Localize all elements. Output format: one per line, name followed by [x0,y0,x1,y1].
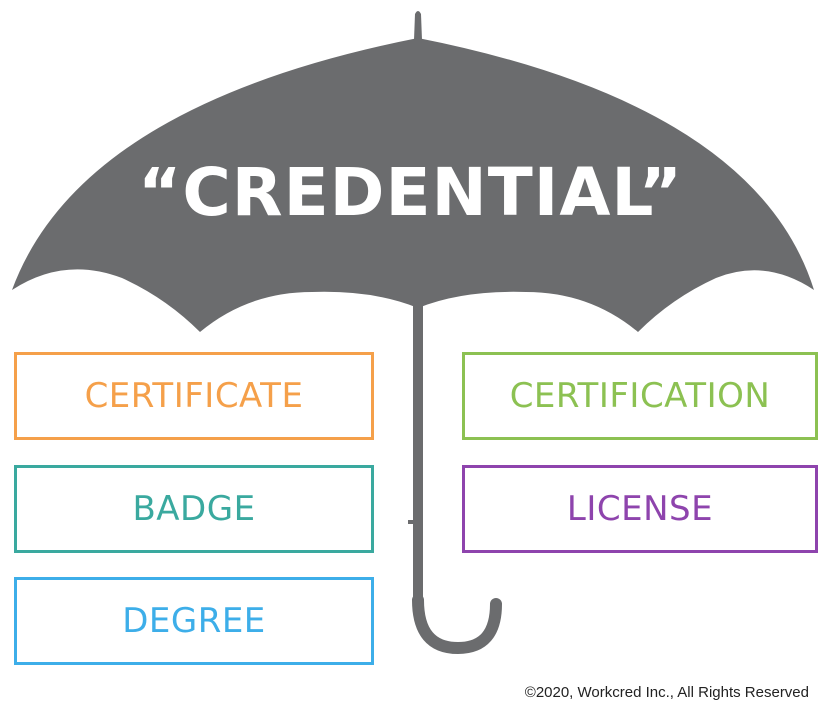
umbrella-handle [412,594,502,655]
certificate-box: CERTIFICATE [14,352,374,440]
license-box: LICENSE [462,465,818,553]
badge-label: BADGE [132,489,256,529]
certification-label: CERTIFICATION [509,376,771,416]
certification-box: CERTIFICATION [462,352,818,440]
umbrella-canopy [12,38,814,332]
degree-box: DEGREE [14,577,374,665]
license-label: LICENSE [566,489,714,529]
degree-label: DEGREE [122,601,266,641]
umbrella-tip [414,11,422,40]
umbrella-title: “CREDENTIAL” [137,154,684,231]
badge-box: BADGE [14,465,374,553]
copyright-notice: ©2020, Workcred Inc., All Rights Reserve… [524,684,809,701]
certificate-label: CERTIFICATE [84,376,304,416]
